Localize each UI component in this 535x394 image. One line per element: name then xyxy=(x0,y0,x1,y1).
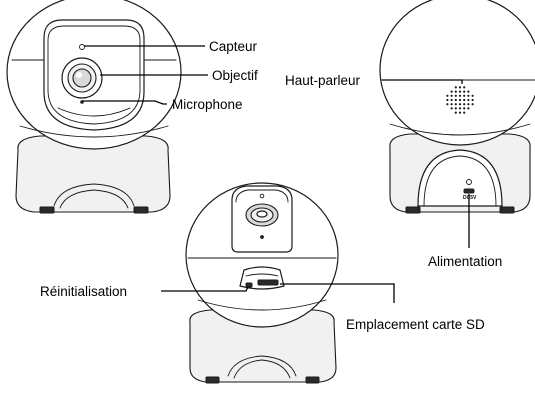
speaker-hole xyxy=(450,94,453,97)
speaker-hole xyxy=(454,86,457,89)
speaker-hole xyxy=(463,86,466,89)
speaker-hole xyxy=(471,94,474,97)
speaker-hole xyxy=(463,90,466,93)
speaker-hole xyxy=(458,86,462,89)
leader-reinitialisation xyxy=(161,286,249,292)
speaker-hole xyxy=(467,107,470,110)
speaker-hole xyxy=(471,98,474,102)
label-capteur: Capteur xyxy=(209,39,258,54)
speaker-hole xyxy=(450,107,453,110)
label-objectif: Objectif xyxy=(212,68,258,83)
speaker-hole xyxy=(458,94,462,97)
speaker-hole xyxy=(463,103,466,106)
leader-emplacement-sd xyxy=(280,283,395,303)
speaker-hole xyxy=(463,111,466,114)
speaker-hole xyxy=(450,98,453,102)
speaker-hole xyxy=(454,103,457,106)
label-reinitialisation: Réinitialisation xyxy=(40,284,127,299)
leader-microphone xyxy=(82,100,167,105)
speaker-hole xyxy=(450,103,453,106)
leader-haut-parleur xyxy=(382,79,463,84)
speaker-hole xyxy=(454,107,457,110)
camera-back-view: DC5V xyxy=(379,0,535,214)
speaker-hole xyxy=(467,103,470,106)
speaker-hole xyxy=(454,94,457,97)
speaker-hole xyxy=(463,94,466,97)
speaker-hole xyxy=(454,111,457,114)
speaker-hole xyxy=(450,90,453,93)
speaker-grille xyxy=(446,86,474,114)
label-microphone: Microphone xyxy=(172,97,243,112)
speaker-hole xyxy=(458,98,462,102)
speaker-hole xyxy=(458,90,462,93)
speaker-hole xyxy=(467,98,470,102)
port-marking: DC5V xyxy=(463,195,477,201)
speaker-hole xyxy=(463,107,466,110)
speaker-hole xyxy=(446,98,449,102)
speaker-hole xyxy=(454,98,457,102)
label-haut-parleur: Haut-parleur xyxy=(285,73,361,88)
speaker-hole xyxy=(446,103,449,106)
leader-lines xyxy=(82,45,470,303)
speaker-hole xyxy=(454,90,457,93)
speaker-hole xyxy=(463,98,466,102)
speaker-hole xyxy=(446,94,449,97)
camera-bottom-view xyxy=(185,182,339,384)
speaker-hole xyxy=(458,107,462,110)
speaker-hole xyxy=(458,111,462,114)
speaker-hole xyxy=(467,94,470,97)
label-emplacement-sd: Emplacement carte SD xyxy=(346,317,485,332)
speaker-hole xyxy=(467,90,470,93)
label-alimentation: Alimentation xyxy=(428,254,502,269)
camera-front-view xyxy=(6,0,182,214)
speaker-hole xyxy=(471,103,474,106)
speaker-hole xyxy=(458,103,462,106)
